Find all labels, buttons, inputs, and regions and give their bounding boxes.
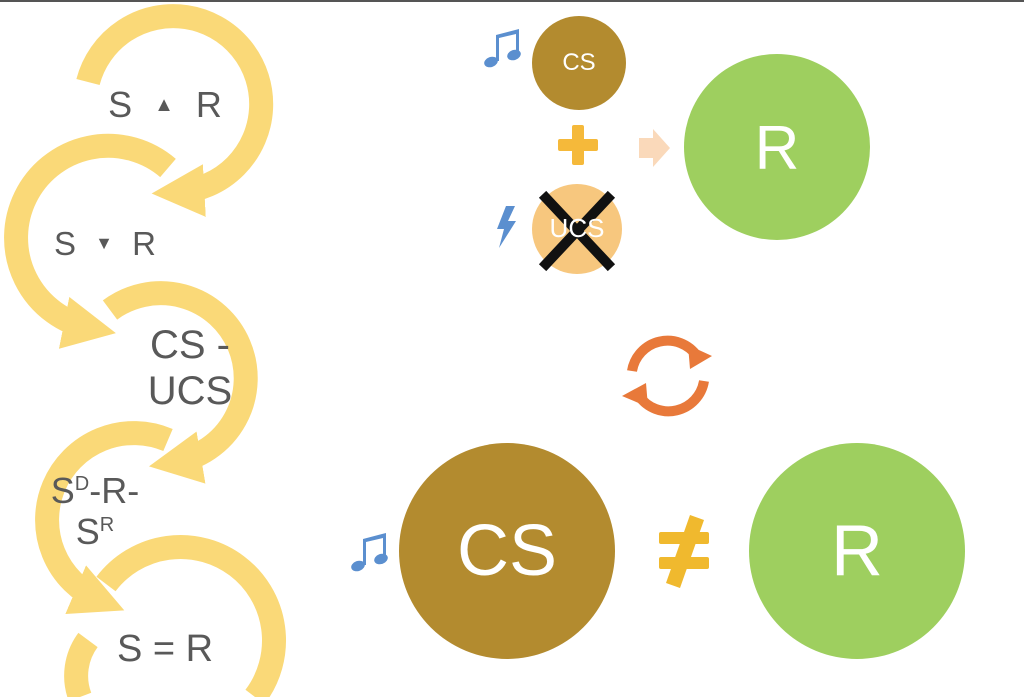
cycle-arc-3 (102, 281, 258, 484)
ucs-label: UCS (549, 213, 605, 243)
arrow-right-icon (639, 129, 670, 167)
cycle-arc-4 (35, 421, 173, 614)
cs-label-large: CS (456, 511, 558, 591)
step-4-label: SD-R- SR (50, 470, 140, 553)
top-border (0, 0, 1024, 2)
r-label-top: R (754, 114, 800, 183)
step-2-label: S ▼ R (53, 225, 157, 262)
up-triangle-icon: ▲ (154, 94, 174, 116)
cs-circle-large (399, 443, 615, 659)
cycle-arrows-icon (622, 335, 712, 417)
music-note-icon (351, 533, 388, 572)
cycle-arc-2 (4, 133, 176, 349)
cycle-arc-1 (76, 4, 274, 217)
cross-out-icon (538, 190, 616, 272)
step-1-label: S ▲ R (108, 84, 222, 125)
plus-icon (558, 125, 598, 165)
cycle-arc-6 (64, 632, 98, 697)
lightning-icon (497, 206, 516, 248)
step-5-label: S = R (116, 628, 214, 670)
cs-circle-small (532, 16, 626, 110)
step-3-label: CS - UCS (147, 323, 233, 413)
cycle-arc-5 (96, 535, 286, 697)
cs-label-small: CS (562, 49, 596, 76)
not-equal-icon (659, 515, 709, 588)
r-circle-bottom (749, 443, 965, 659)
r-circle-top (684, 54, 870, 240)
r-label-bottom: R (831, 511, 883, 591)
music-note-icon (484, 29, 521, 68)
down-triangle-icon: ▼ (95, 233, 113, 253)
